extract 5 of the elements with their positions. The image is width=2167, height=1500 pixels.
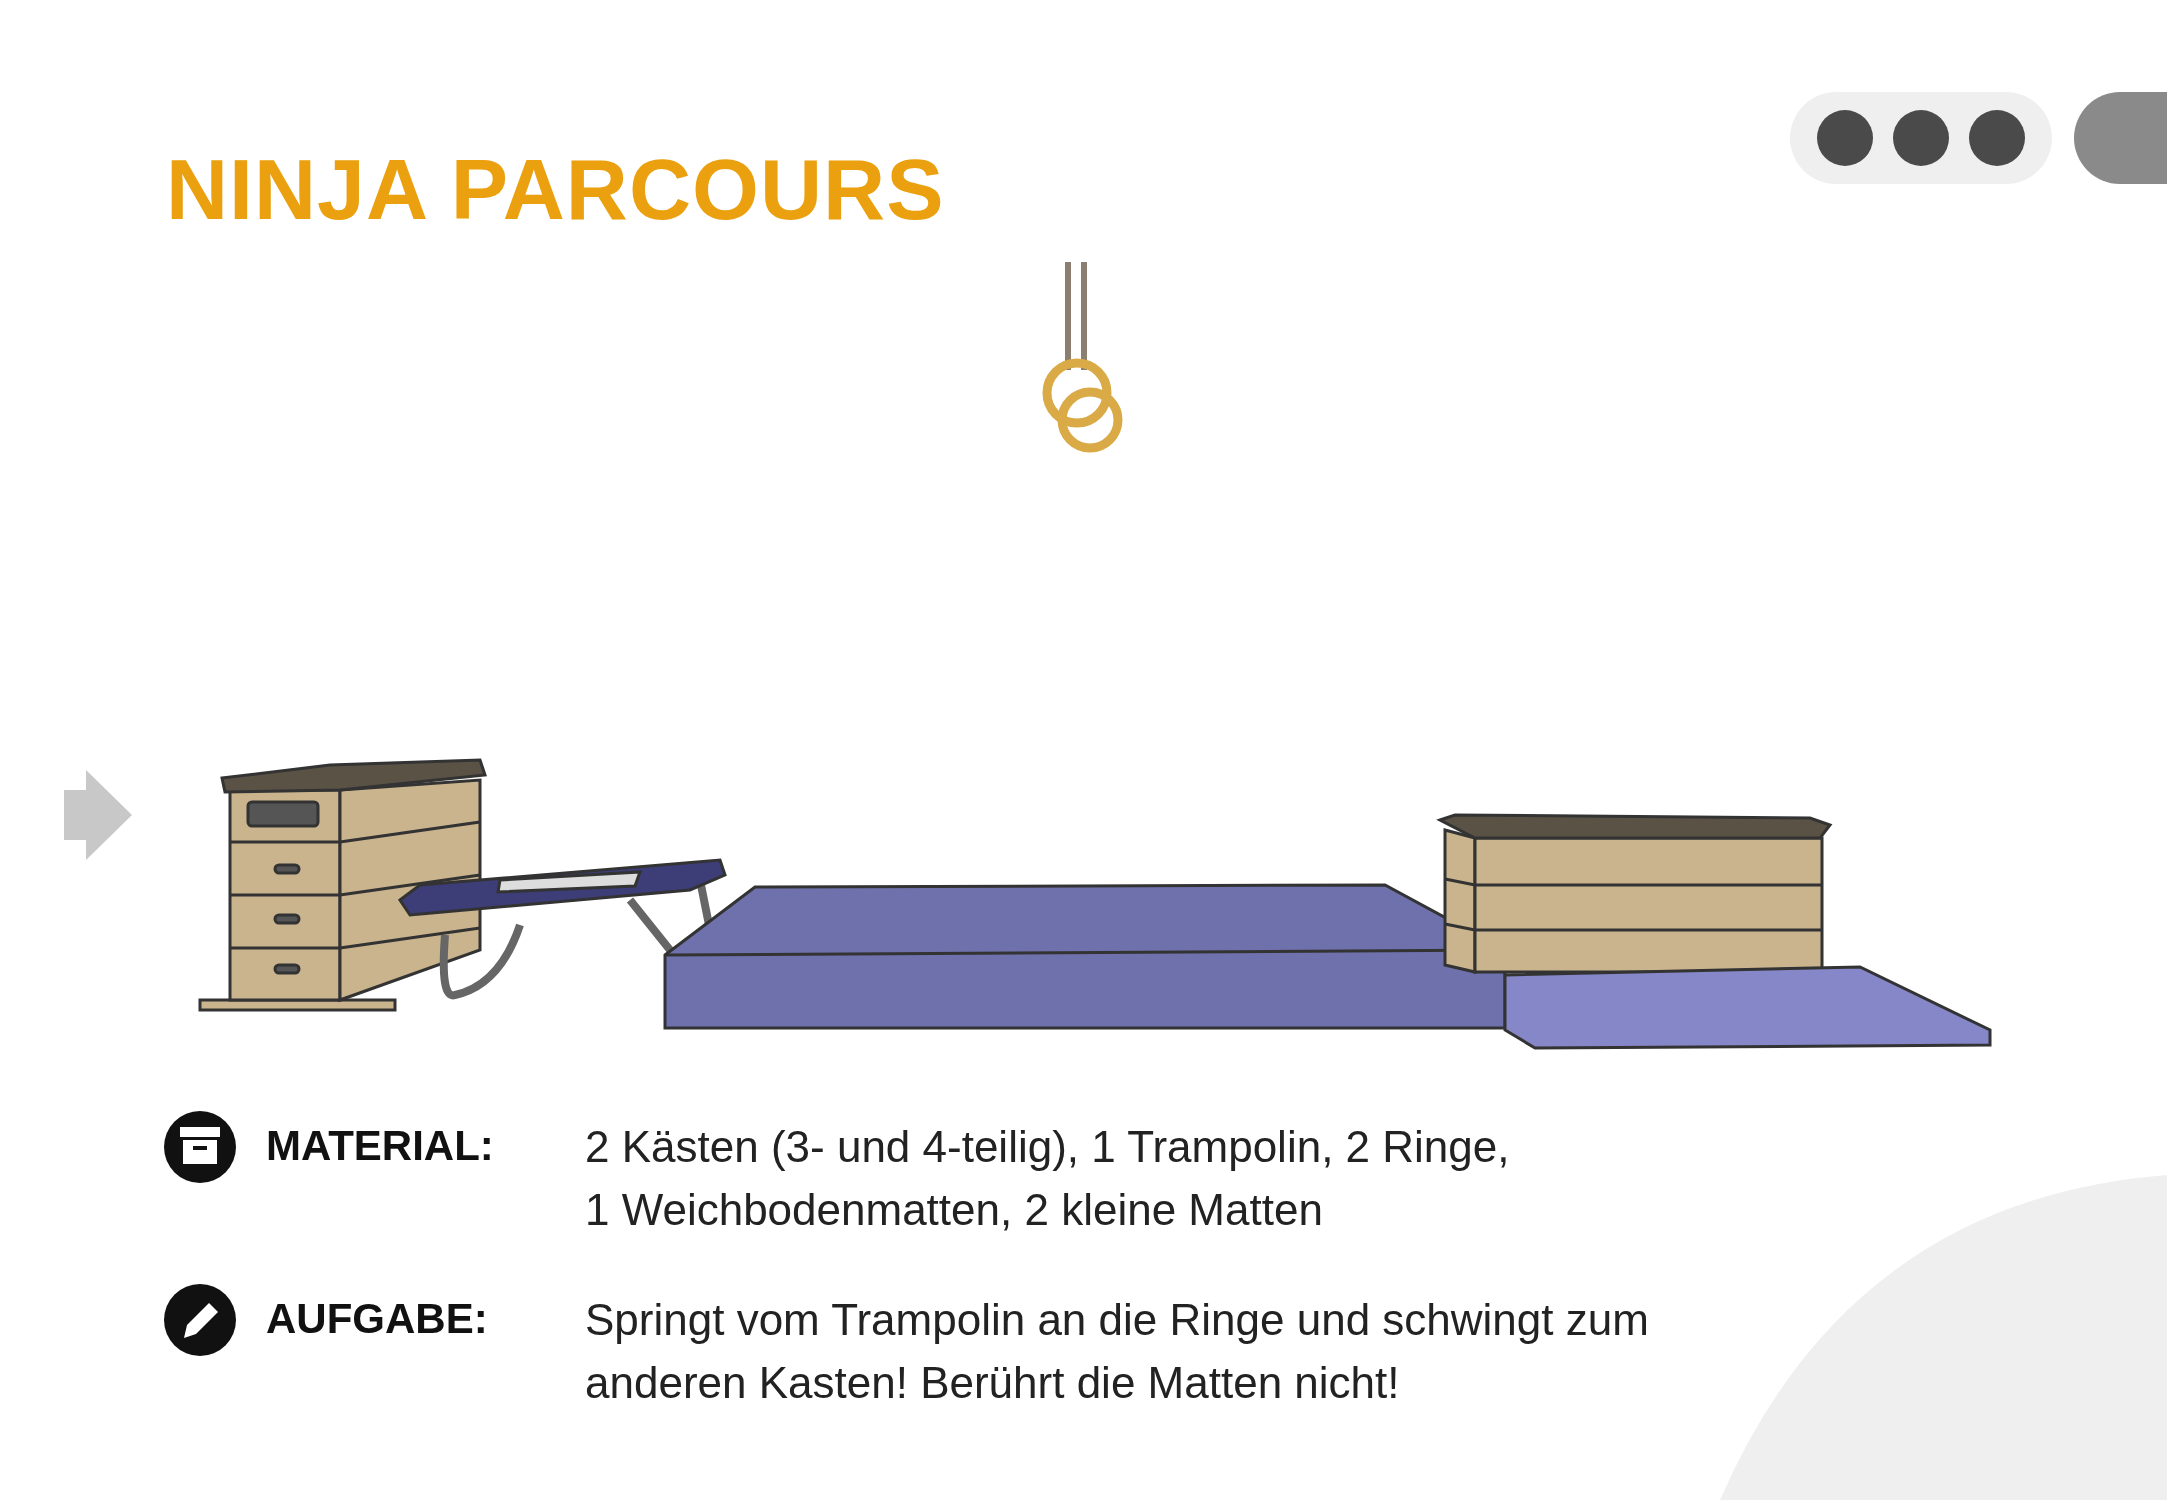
task-text: Springt vom Trampolin an die Ringe und schwingt zum anderen Kasten! Berührt die Matten nicht! <box>585 1294 1650 1409</box>
material-text: 2 Kästen (3- und 4-teilig), 1 Trampolin, 2 Ringe, 1 Weichbodenmatten, 2 kleine Matten <box>585 1121 1511 1236</box>
section-heading: AUFGABE: <box>266 1295 488 1343</box>
section-heading: MATERIAL: <box>266 1122 494 1170</box>
title: NINJA PARCOURS <box>166 140 945 239</box>
